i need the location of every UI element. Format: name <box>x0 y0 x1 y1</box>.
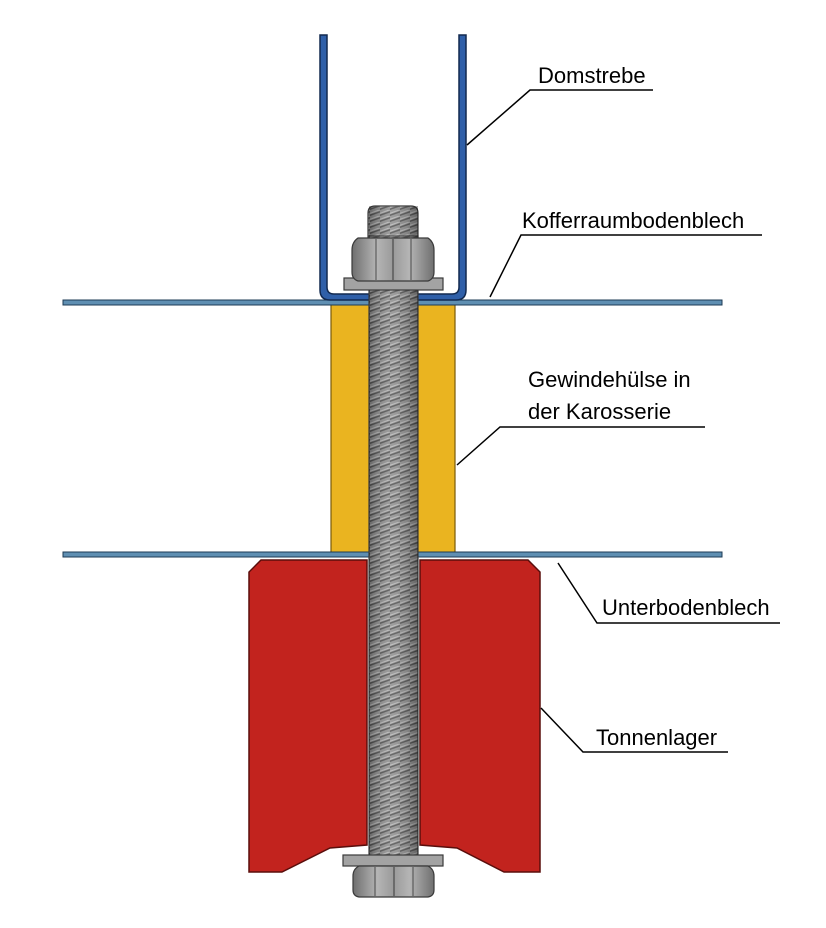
label-tonnenlager: Tonnenlager <box>596 725 717 750</box>
leader-gewindehuelse <box>456 426 705 466</box>
bottom-nut-assembly <box>342 854 444 898</box>
leader-unterbodenblech <box>557 562 780 624</box>
label-domstrebe: Domstrebe <box>538 63 646 88</box>
leader-kofferraumbodenblech <box>489 234 762 298</box>
top-nut-assembly <box>343 237 444 291</box>
domstrebe-channel <box>319 34 467 301</box>
label-gewindehuelse-line1: Gewindehülse in <box>528 367 691 392</box>
bushing-right-half <box>419 559 541 873</box>
sleeve-left-wall <box>330 303 372 555</box>
label-unterbodenblech: Unterbodenblech <box>602 595 770 620</box>
label-gewindehuelse-line2: der Karosserie <box>528 399 671 424</box>
tonnenlager-bushing <box>248 559 541 873</box>
bottom-washer <box>342 854 444 867</box>
bolt-shaft-shading <box>369 206 418 856</box>
threaded-bolt <box>367 205 419 857</box>
bushing-left-half <box>248 559 368 873</box>
leader-domstrebe <box>466 89 653 146</box>
leader-tonnenlager <box>540 707 728 753</box>
sleeve-right-wall <box>415 303 456 555</box>
label-kofferraumbodenblech: Kofferraumbodenblech <box>522 208 744 233</box>
leader-lines <box>456 89 780 753</box>
